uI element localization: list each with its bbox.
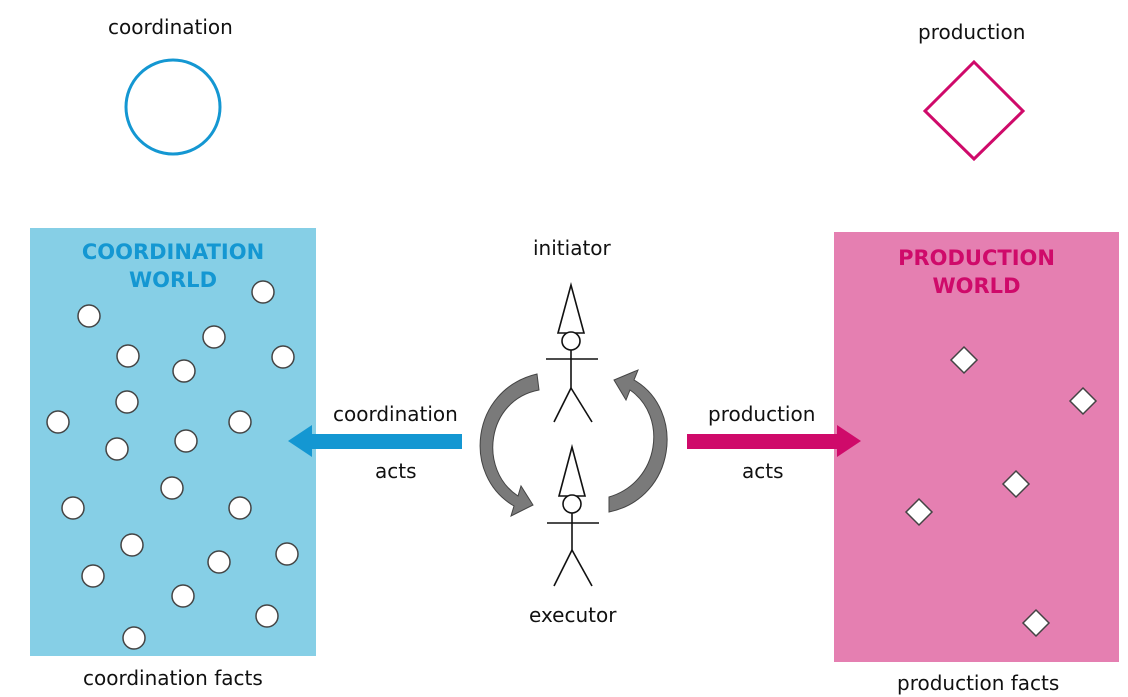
production-fact-diamond	[949, 345, 979, 375]
coordination-circle-icon	[124, 58, 222, 156]
coordination-fact-circle	[115, 390, 139, 414]
coordination-acts-arrow	[288, 425, 462, 457]
coordination-fact-circle	[61, 496, 85, 520]
production-acts-label-line2: acts	[742, 459, 784, 483]
coordination-fact-circle	[122, 626, 146, 650]
production-world-title-block: PRODUCTION WORLD	[834, 244, 1119, 304]
initiator-figure-icon	[546, 281, 598, 423]
executor-figure-icon	[547, 443, 599, 587]
executor-label: executor	[529, 603, 617, 627]
coordination-fact-circle	[271, 345, 295, 369]
production-fact-diamond	[1001, 469, 1031, 499]
coordination-fact-circle	[251, 280, 275, 304]
production-diamond-icon	[922, 59, 1026, 162]
right-cycle-arrow-icon	[608, 369, 668, 513]
production-fact-diamond	[904, 497, 934, 527]
production-world-title-line1: PRODUCTION	[898, 246, 1055, 270]
coordination-world-title-line1: COORDINATION	[81, 240, 265, 264]
coordination-facts	[46, 280, 299, 650]
coordination-fact-circle	[105, 437, 129, 461]
production-acts-arrow	[687, 425, 861, 457]
coordination-fact-circle	[116, 344, 140, 368]
coordination-facts-label: coordination facts	[83, 666, 263, 690]
coordination-fact-circle	[160, 476, 184, 500]
coordination-world-title-block: COORDINATION WORLD	[30, 238, 316, 298]
production-facts	[904, 345, 1098, 638]
coordination-fact-circle	[207, 550, 231, 574]
production-fact-diamond	[1068, 386, 1098, 416]
coordination-fact-circle	[275, 542, 299, 566]
coordination-fact-circle	[172, 359, 196, 383]
coordination-acts-label-line2: acts	[375, 459, 417, 483]
initiator-label: initiator	[533, 236, 611, 260]
coordination-fact-circle	[77, 304, 101, 328]
production-world-title-line2: WORLD	[932, 274, 1021, 298]
left-cycle-arrow-icon	[479, 373, 540, 517]
coordination-fact-circle	[81, 564, 105, 588]
coordination-fact-circle	[202, 325, 226, 349]
production-world-box	[834, 232, 1119, 662]
production-facts-label: production facts	[897, 671, 1060, 695]
coordination-fact-circle	[46, 410, 70, 434]
production-fact-diamond	[1021, 608, 1051, 638]
coordination-fact-circle	[255, 604, 279, 628]
production-acts-label-line1: production	[708, 402, 816, 426]
coordination-fact-circle	[228, 410, 252, 434]
legend-production-label: production	[918, 20, 1026, 44]
coordination-fact-circle	[120, 533, 144, 557]
coordination-fact-circle	[174, 429, 198, 453]
coordination-world-title-line2: WORLD	[129, 268, 217, 292]
coordination-fact-circle	[228, 496, 252, 520]
coordination-acts-label-line1: coordination	[333, 402, 458, 426]
legend-coordination-label: coordination	[108, 15, 233, 39]
coordination-fact-circle	[171, 584, 195, 608]
